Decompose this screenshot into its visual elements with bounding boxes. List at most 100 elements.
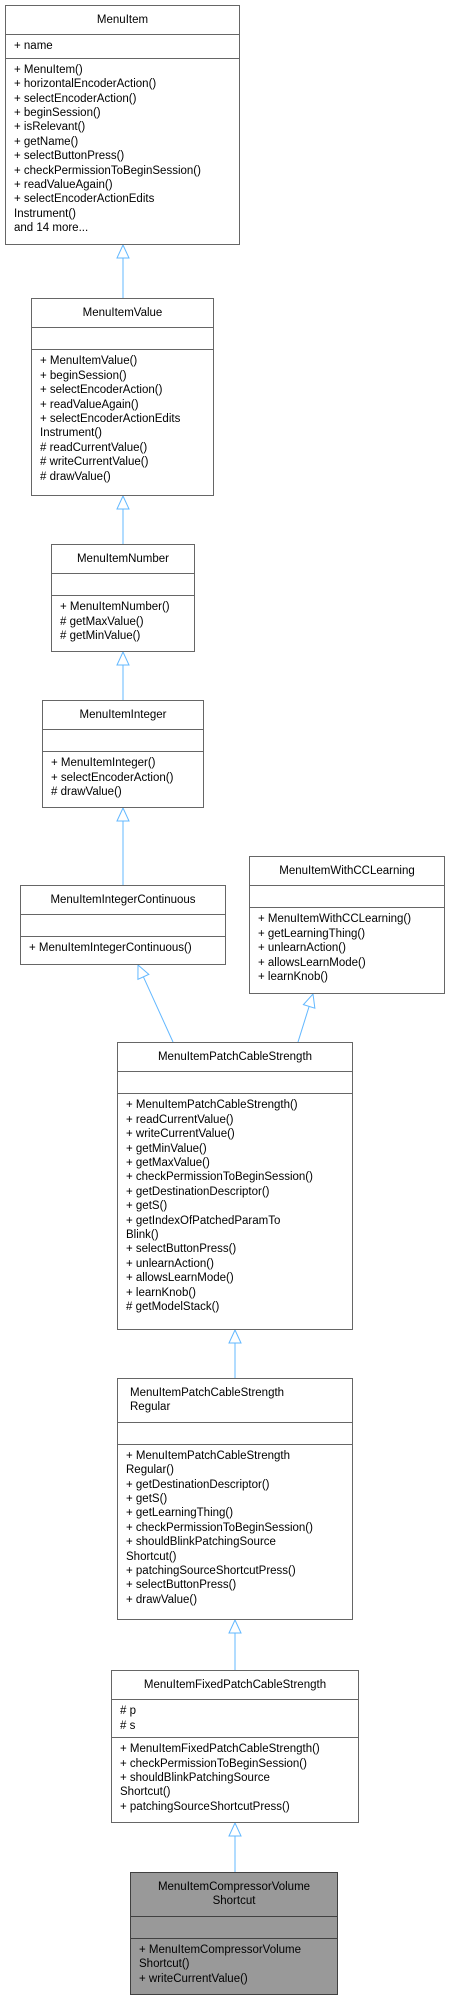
operation-line: + checkPermissionToBeginSession()	[120, 1757, 307, 1770]
inheritance-edge	[297, 1006, 310, 1043]
operation-line: + writeCurrentValue()	[139, 1972, 248, 1985]
class-title-line: MenuItemWithCCLearning	[279, 865, 415, 877]
inheritance-arrowhead	[228, 1618, 242, 1634]
class-menuitemvalue[interactable]: MenuItemValue+ MenuItemValue()+ beginSes…	[31, 298, 214, 496]
inheritance-arrowhead	[228, 1328, 242, 1344]
operation-line: + learnKnob()	[258, 971, 328, 984]
operation-line: # drawValue()	[40, 470, 111, 483]
operation-line: + selectButtonPress()	[126, 1579, 237, 1592]
inheritance-arrowhead	[116, 650, 130, 666]
class-menuitemwithcclearning[interactable]: MenuItemWithCCLearning + MenuItemWithCCLe…	[249, 856, 445, 994]
operation-line: # readCurrentValue()	[40, 441, 148, 454]
operation-line: + shouldBlinkPatchingSource	[126, 1536, 276, 1549]
operation-line: + patchingSourceShortcutPress()	[126, 1565, 296, 1578]
operation-line: + getMinValue()	[126, 1142, 207, 1155]
class-title-line: MenuItemFixedPatchCableStrength	[143, 1679, 327, 1691]
class-menuitemintegercontinuous[interactable]: MenuItemIntegerContinuous + MenuItemInteg…	[20, 885, 226, 965]
operation-line: + writeCurrentValue()	[126, 1128, 235, 1141]
class-menuitem[interactable]: MenuItem+ name+ MenuItem()+ horizontalEn…	[5, 5, 240, 245]
operation-line: + beginSession()	[14, 107, 101, 120]
class-title: MenuItemIntegerContinuous	[21, 886, 225, 914]
class-operations: + MenuItemFixedPatchCableStrength()+ che…	[112, 1737, 358, 1818]
operation-line: + MenuItemNumber()	[60, 601, 170, 614]
class-menuitemnumber[interactable]: MenuItemNumber+ MenuItemNumber()# getMax…	[51, 544, 195, 652]
class-title: MenuItemPatchCableStrength	[118, 1043, 352, 1071]
class-title-line: Shortcut	[212, 1895, 256, 1908]
inheritance-arrowhead	[116, 494, 130, 510]
operation-line: + selectEncoderAction()	[40, 384, 163, 397]
operation-line: + getS()	[126, 1493, 168, 1506]
class-attributes	[21, 914, 225, 936]
operation-line: Regular()	[126, 1464, 174, 1477]
operation-line: Instrument()	[14, 207, 76, 220]
inheritance-arrowhead	[116, 806, 130, 822]
operation-line: + readValueAgain()	[14, 179, 113, 192]
class-operations: + MenuItemPatchCableStrength()+ readCurr…	[118, 1093, 352, 1318]
inheritance-edge	[142, 976, 174, 1043]
operation-line: Shortcut()	[126, 1550, 177, 1563]
operation-line: + readCurrentValue()	[126, 1113, 234, 1126]
class-attributes	[32, 327, 213, 349]
operation-line: + unlearnAction()	[258, 942, 346, 955]
class-title: MenuItemInteger	[43, 701, 203, 729]
class-title-line: MenuItemCompressorVolume	[157, 1881, 311, 1893]
operation-line: + selectButtonPress()	[14, 150, 125, 163]
class-title: MenuItemWithCCLearning	[250, 857, 444, 885]
operation-line: Shortcut()	[120, 1786, 171, 1799]
class-attributes	[118, 1421, 352, 1444]
operation-line: and 14 more...	[14, 222, 89, 235]
operation-line: + shouldBlinkPatchingSource	[120, 1772, 270, 1785]
operation-line: + horizontalEncoderAction()	[14, 78, 157, 91]
operation-line: + checkPermissionToBeginSession()	[14, 164, 201, 177]
class-operations: + MenuItemWithCCLearning()+ getLearningT…	[250, 907, 444, 988]
operation-line: + selectEncoderAction()	[51, 771, 174, 784]
operation-line: + MenuItemFixedPatchCableStrength()	[120, 1743, 320, 1756]
class-title: MenuItem	[6, 6, 239, 34]
class-attributes	[43, 729, 203, 751]
class-attributes	[118, 1071, 352, 1093]
class-operations: + MenuItemNumber()# getMaxValue()# getMi…	[52, 595, 194, 647]
class-title-line: MenuItemPatchCableStrength	[157, 1051, 313, 1063]
operation-line: + isRelevant()	[14, 121, 86, 134]
operation-line: + selectEncoderAction()	[14, 92, 137, 105]
operation-line: + getIndexOfPatchedParamTo	[126, 1214, 281, 1227]
operation-line: # getMinValue()	[60, 630, 141, 643]
operation-line: + checkPermissionToBeginSession()	[126, 1521, 313, 1534]
class-operations: + MenuItemValue()+ beginSession() + selec…	[32, 349, 213, 488]
class-menuitempatchcablestrength[interactable]: MenuItemPatchCableStrength + MenuItemPatc…	[117, 1042, 353, 1330]
operation-line: + drawValue()	[126, 1593, 198, 1606]
operation-line: + selectButtonPress()	[126, 1243, 237, 1256]
operation-line: + patchingSourceShortcutPress()	[120, 1800, 290, 1813]
class-attributes: # p# s	[112, 1699, 358, 1737]
operation-line: + getName()	[14, 135, 79, 148]
operation-line: + allowsLearnMode()	[258, 956, 366, 969]
operation-line: + checkPermissionToBeginSession()	[126, 1171, 313, 1184]
operation-line: + MenuItemPatchCableStrength	[126, 1449, 290, 1462]
class-menuiteminteger[interactable]: MenuItemInteger + MenuItemInteger()+ sele…	[42, 700, 204, 808]
operation-line: + selectEncoderActionEdits	[40, 413, 181, 426]
inheritance-arrowhead	[228, 1821, 242, 1837]
class-title-line: Regular	[130, 1401, 171, 1414]
operation-line: + MenuItem()	[14, 63, 83, 76]
operation-line: # writeCurrentValue()	[40, 456, 149, 469]
operation-line: + MenuItemIntegerContinuous()	[29, 942, 192, 955]
operation-line: + allowsLearnMode()	[126, 1272, 234, 1285]
class-menuitemfixedpatchcablestrength[interactable]: MenuItemFixedPatchCableStrength# p# s+ M…	[111, 1670, 359, 1823]
operation-line: + selectEncoderActionEdits	[14, 193, 155, 206]
operation-line: + beginSession()	[40, 369, 127, 382]
class-attributes	[250, 885, 444, 907]
class-attributes	[52, 573, 194, 595]
operation-line: + MenuItemValue()	[40, 355, 138, 368]
operation-line: + getDestinationDescriptor()	[126, 1185, 270, 1198]
operation-line: + MenuItemInteger()	[51, 757, 156, 770]
operation-line: # getModelStack()	[126, 1301, 220, 1314]
operation-line: + getLearningThing()	[258, 927, 366, 940]
operation-line: + getS()	[126, 1200, 168, 1213]
